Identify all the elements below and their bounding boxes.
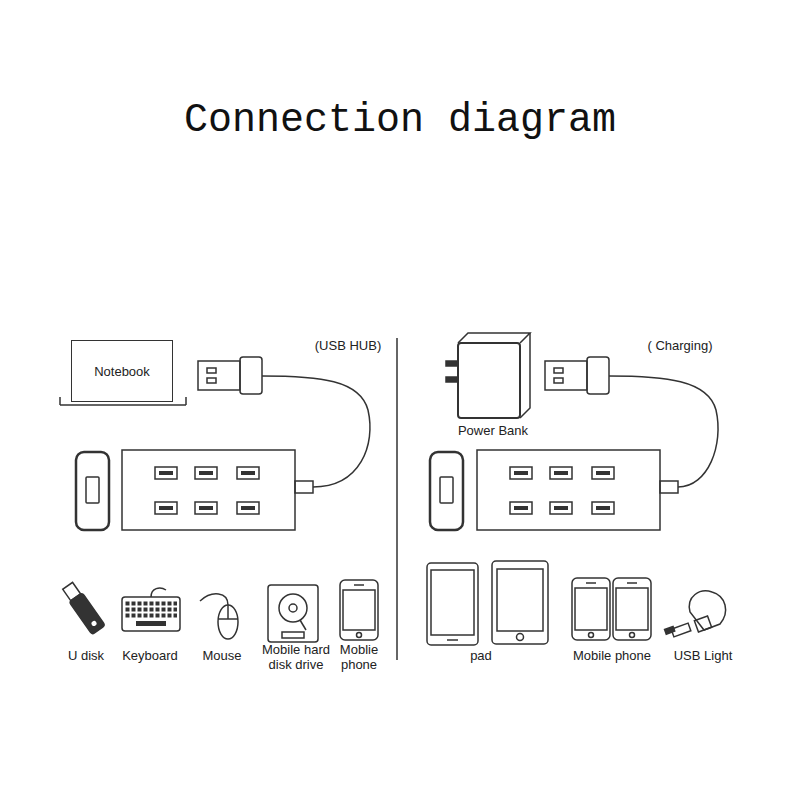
node-label: Notebook <box>94 364 150 379</box>
device-label: Moblie phone <box>333 643 385 673</box>
power-adapter <box>446 333 530 418</box>
panel-label: ( Charging) <box>635 339 725 354</box>
usb-cable <box>609 376 718 487</box>
device-label: USB Light <box>663 649 743 664</box>
usb-hub <box>477 450 678 530</box>
device-label: pad <box>456 649 506 664</box>
panel-label: (USB HUB) <box>303 339 393 354</box>
device-label: U disk <box>56 649 116 664</box>
mouse-icon <box>200 594 238 639</box>
usb-light-icon <box>665 591 726 637</box>
device-label: Power Bank <box>448 424 538 439</box>
usb-plug <box>545 357 609 394</box>
hub-end-view <box>76 452 109 530</box>
u-disk-icon <box>61 581 105 634</box>
device-label: Keyboard <box>117 649 183 664</box>
usb-cable <box>262 376 370 487</box>
phone-icon <box>340 580 378 640</box>
diagram-title: Connection diagram <box>184 98 616 143</box>
phone-icon <box>572 578 610 640</box>
usb-plug <box>198 357 262 394</box>
notebook-box: Notebook <box>71 340 173 402</box>
hard-disk-icon <box>268 585 318 642</box>
pad-icon <box>427 563 478 645</box>
phone-icon <box>613 578 651 640</box>
device-label: Mouse <box>197 649 247 664</box>
hub-end-view <box>430 452 463 530</box>
keyboard-icon <box>122 588 180 631</box>
device-label: Mobile phone <box>564 649 660 664</box>
divider <box>396 338 398 660</box>
device-label: Mobile hard disk drive <box>260 643 332 673</box>
usb-hub <box>122 450 313 530</box>
pad-icon <box>492 561 548 644</box>
